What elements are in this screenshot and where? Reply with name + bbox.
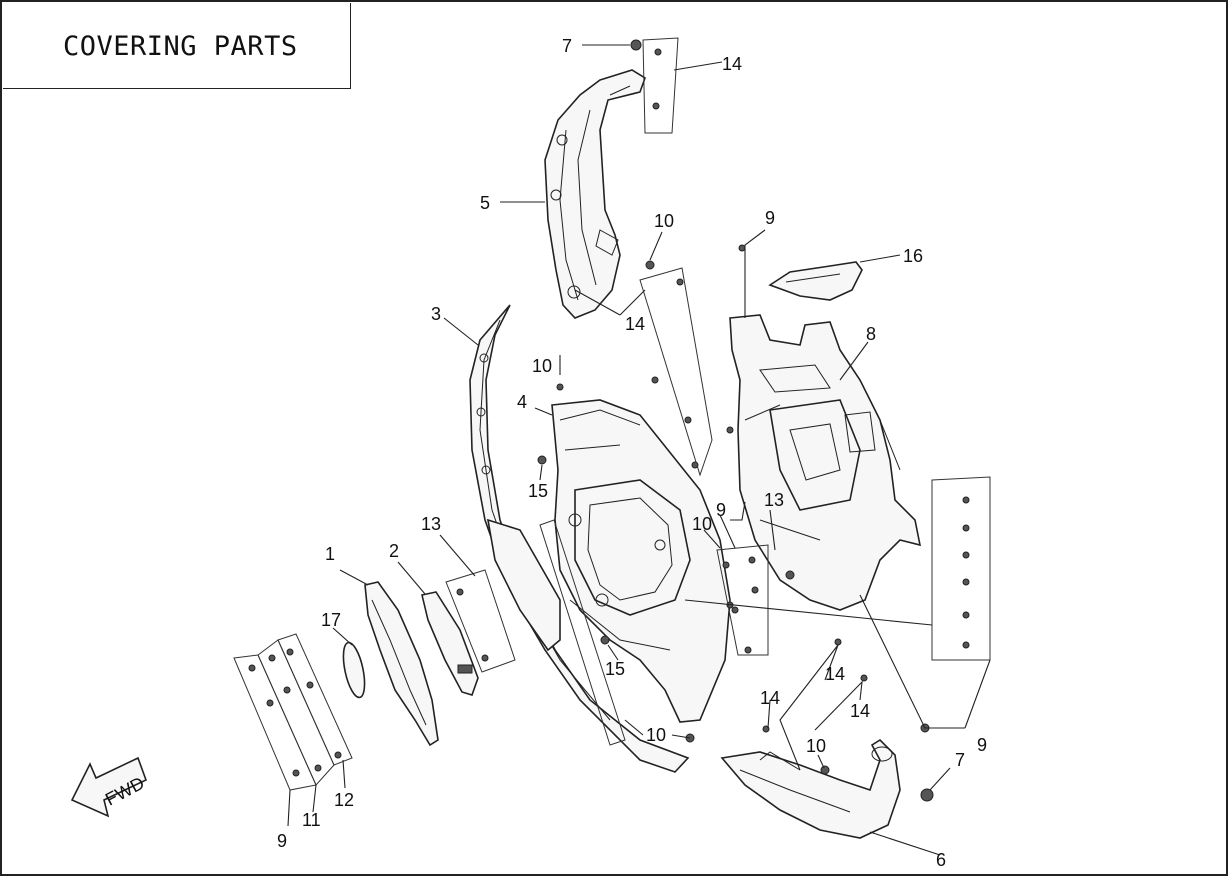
callout-15-upper: 15: [528, 481, 548, 501]
part-16-cap: [768, 261, 863, 301]
callout-12: 12: [334, 790, 354, 810]
callout-4: 4: [517, 392, 527, 412]
title-box: COVERING PARTS: [3, 3, 351, 89]
callout-17: 17: [321, 610, 341, 630]
callout-5: 5: [480, 193, 490, 213]
callout-labels: 1 2 3 4 5 6 7 7 8 9 9 9 9 10 10 10 10 10…: [277, 36, 987, 870]
bolt-icons: [248, 48, 970, 777]
callout-2: 2: [389, 541, 399, 561]
part-5-upper-cover: [544, 69, 646, 319]
part-3-side-panel: [469, 304, 690, 773]
callout-10-mid: 10: [692, 514, 712, 534]
callout-1: 1: [325, 544, 335, 564]
callout-10-top: 10: [654, 211, 674, 231]
callout-14-upper: 14: [625, 314, 645, 334]
page-title: COVERING PARTS: [63, 31, 298, 62]
callout-8: 8: [866, 324, 876, 344]
part-17-oval: [342, 641, 366, 699]
callout-10-lower: 10: [646, 725, 666, 745]
part-6-lower-guard: [720, 738, 901, 839]
forward-direction-arrow-icon: FWD: [70, 756, 148, 818]
part-4-inner-frame: [551, 399, 731, 723]
callout-10-right: 10: [806, 736, 826, 756]
callout-16: 16: [903, 246, 923, 266]
callout-14-top: 14: [722, 54, 742, 74]
part-2-lens: [421, 591, 479, 696]
part-1-visor: [364, 581, 439, 747]
callout-9-mid: 9: [716, 500, 726, 520]
callout-7-top: 7: [562, 36, 572, 56]
callout-9-top: 9: [765, 208, 775, 228]
callout-9-right: 9: [977, 735, 987, 755]
grouping-boxes: [233, 37, 991, 791]
callout-15-lower: 15: [605, 659, 625, 679]
callout-14-lower-b: 14: [850, 701, 870, 721]
callout-3: 3: [431, 304, 441, 324]
part-8-right-shroud: [729, 314, 922, 611]
callout-13-right: 13: [764, 490, 784, 510]
callout-14-lower-c: 14: [760, 688, 780, 708]
callout-10-upper-mid: 10: [532, 356, 552, 376]
part-13-bracket: [486, 518, 561, 652]
callout-11: 11: [302, 810, 321, 830]
callout-14-lower-a: 14: [825, 664, 845, 684]
callout-13-left: 13: [421, 514, 441, 534]
callout-9-left: 9: [277, 831, 287, 851]
leader-lines: [287, 44, 991, 856]
callout-6: 6: [936, 850, 946, 870]
callout-7-bottom: 7: [955, 750, 965, 770]
